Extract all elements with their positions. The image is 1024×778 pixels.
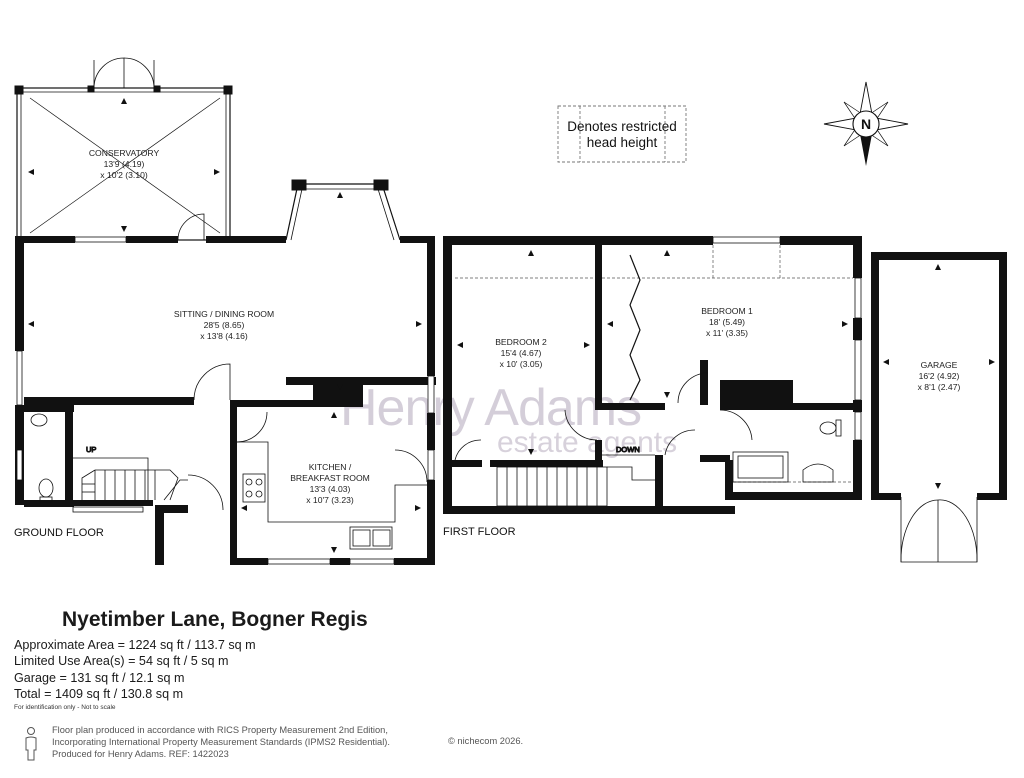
room-kitchen: KITCHEN / BREAKFAST ROOM 13'3 (4.03) x 1… — [290, 462, 370, 505]
bedroom1-dim2: x 11' (3.35) — [706, 328, 748, 338]
sitting-room-dim1: 28'5 (8.65) — [204, 320, 245, 330]
conservatory-outline — [14, 57, 233, 241]
room-sitting-dining: SITTING / DINING ROOM 28'5 (8.65) x 13'8… — [174, 309, 274, 341]
bathroom-fixtures — [732, 419, 842, 483]
restricted-head-height-legend: Denotes restricted head height — [557, 105, 687, 163]
sitting-room-dim2: x 13'8 (4.16) — [200, 331, 248, 341]
person-icon — [25, 727, 37, 761]
watermark-tagline: estate agents — [497, 426, 677, 459]
kitchen-dim2: x 10'7 (3.23) — [306, 495, 354, 505]
stairs-up-label: UP — [86, 445, 96, 454]
room-bedroom2: BEDROOM 2 15'4 (4.67) x 10' (3.05) — [495, 337, 547, 369]
ground-floor-plan: UP — [14, 57, 436, 565]
north-compass: N — [823, 81, 909, 166]
kitchen-name2: BREAKFAST ROOM — [290, 473, 370, 483]
sitting-room-windows — [16, 236, 127, 481]
garage-area: Garage = 131 sq ft / 12.1 sq m — [14, 670, 185, 685]
kitchen-worktop — [237, 441, 427, 550]
kitchen-dim1: 13'3 (4.03) — [310, 484, 351, 494]
bedroom2-dim2: x 10' (3.05) — [500, 359, 543, 369]
compass-north-label: N — [861, 116, 871, 132]
ground-stairs — [72, 457, 188, 513]
bedroom2-dim1: 15'4 (4.67) — [501, 348, 542, 358]
garage-plan — [871, 252, 1007, 563]
garage-dim1: 16'2 (4.92) — [919, 371, 960, 381]
area-summary: Approximate Area = 1224 sq ft / 113.7 sq… — [14, 637, 256, 702]
floor-plan-drawing: Henry Adams estate agents — [14, 57, 1007, 565]
legend-line2: head height — [587, 135, 658, 150]
bedroom1-name: BEDROOM 1 — [701, 306, 753, 316]
first-floor-walls — [443, 236, 862, 514]
kitchen-windows — [267, 375, 435, 565]
conservatory-door — [177, 213, 205, 241]
copyright-notice: © nichecom 2026. — [448, 736, 524, 746]
bay-window — [285, 179, 401, 241]
footer-line2: Incorporating International Property Mea… — [52, 737, 390, 747]
garage-dim2: x 8'1 (2.47) — [918, 382, 961, 392]
wardrobe — [629, 254, 641, 401]
sitting-room-walls — [15, 236, 436, 505]
kitchen-name1: KITCHEN / — [309, 462, 352, 472]
watermark: Henry Adams estate agents — [340, 379, 677, 459]
room-conservatory: CONSERVATORY 13'9 (4.19) x 10'2 (3.10) — [89, 148, 160, 180]
room-bedroom1: BEDROOM 1 18' (5.49) x 11' (3.35) — [701, 306, 753, 338]
ground-wc — [24, 405, 74, 507]
bathroom-door — [719, 409, 753, 441]
measurement-footer: Floor plan produced in accordance with R… — [52, 724, 390, 760]
bedroom1-door — [677, 372, 709, 404]
bedroom2-door — [564, 409, 598, 441]
front-door — [187, 474, 224, 511]
stairs-down-label: DOWN — [616, 445, 640, 454]
bedroom1-dim1: 18' (5.49) — [709, 317, 745, 327]
total-area: Total = 1409 sq ft / 130.8 sq m — [14, 686, 184, 701]
side-door — [394, 449, 428, 483]
footer-line1: Floor plan produced in accordance with R… — [52, 725, 388, 735]
first-floor-stairs — [496, 454, 655, 507]
limited-use-area: Limited Use Area(s) = 54 sq ft / 5 sq m — [14, 654, 229, 669]
sitting-room-name: SITTING / DINING ROOM — [174, 309, 274, 319]
hall-door — [193, 363, 231, 401]
watermark-brand: Henry Adams — [340, 379, 641, 437]
garage-name: GARAGE — [921, 360, 958, 370]
kitchen-door — [236, 411, 268, 443]
bedroom2-name: BEDROOM 2 — [495, 337, 547, 347]
property-address: Nyetimber Lane, Bogner Regis — [62, 608, 368, 631]
ground-floor-label: GROUND FLOOR — [14, 527, 104, 539]
first-floor-plan: DOWN — [443, 236, 862, 514]
first-floor-label: FIRST FLOOR — [443, 526, 516, 538]
cupboard-door — [454, 439, 482, 461]
first-floor-windows — [712, 236, 862, 441]
conservatory-dim1: 13'9 (4.19) — [104, 159, 145, 169]
conservatory-dim2: x 10'2 (3.10) — [100, 170, 148, 180]
dimension-arrows — [28, 98, 995, 553]
room-garage: GARAGE 16'2 (4.92) x 8'1 (2.47) — [918, 360, 961, 392]
scale-disclaimer: For identification only - Not to scale — [14, 704, 116, 711]
kitchen-walls — [155, 400, 435, 565]
legend-line1: Denotes restricted — [567, 119, 677, 134]
conservatory-name: CONSERVATORY — [89, 148, 160, 158]
footer-line3: Produced for Henry Adams. REF: 1422023 — [52, 749, 229, 759]
landing-door — [664, 429, 696, 456]
approximate-area: Approximate Area = 1224 sq ft / 113.7 sq… — [14, 638, 256, 652]
